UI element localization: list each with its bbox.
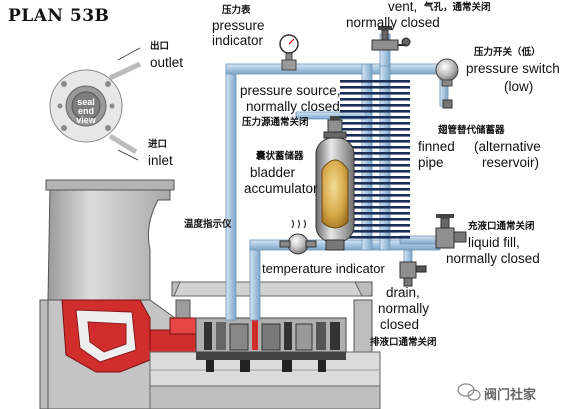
fin	[340, 212, 410, 215]
watermark-text: 阀门社家	[484, 387, 537, 402]
fin	[340, 146, 410, 149]
fin	[340, 152, 410, 155]
liquid-fill-label-line2: normally closed	[446, 251, 540, 266]
drain-label-line2: normally	[378, 301, 430, 316]
finned-pipe-label-zh: 翅管替代储蓄器	[438, 125, 505, 136]
fin	[340, 98, 410, 101]
outlet-label: outlet	[150, 55, 184, 70]
impeller	[61, 299, 199, 373]
outlet-label-zh: 出口	[150, 41, 170, 52]
liquid-fill-valve-icon	[435, 214, 467, 249]
pressure-indicator-label-line1: pressure	[212, 18, 265, 33]
fin	[340, 92, 410, 95]
fin	[340, 164, 410, 167]
finned-pipe-alt-line1: (alternative	[474, 139, 541, 154]
fin	[340, 116, 410, 119]
pressure-source-label-zh: 压力源通常关闭	[242, 117, 309, 128]
finned-pipe-label-line2: pipe	[418, 155, 444, 170]
fin	[340, 200, 410, 203]
fin	[340, 140, 410, 143]
inlet-label-zh: 进口	[148, 139, 168, 150]
pressure-switch-label-line1: pressure switch	[466, 61, 560, 76]
drain-label-line3: closed	[380, 317, 420, 332]
seal-end-view-label: seal end view	[76, 97, 96, 125]
fin	[340, 236, 410, 239]
finned-pipe-fins	[340, 80, 410, 239]
vent-label-line2: normally closed	[346, 15, 440, 30]
inlet-label: inlet	[148, 153, 173, 168]
mechanical-seal	[195, 317, 347, 372]
fin	[340, 86, 410, 89]
leader-lines	[117, 47, 141, 161]
temperature-indicator-icon	[279, 219, 317, 255]
bladder-accumulator-label-line2: accumulator	[244, 181, 318, 196]
seal-end-view-icon	[49, 61, 142, 155]
fin	[340, 110, 410, 113]
pressure-switch-label-line2: (low)	[504, 79, 534, 94]
vent-valve-icon	[371, 26, 411, 51]
pressure-indicator-label-zh: 压力表	[222, 5, 251, 16]
pressure-source-label-line1: pressure source,	[240, 83, 341, 98]
liquid-fill-label-zh: 充液口通常关闭	[468, 221, 535, 232]
fin	[340, 218, 410, 221]
finned-pipe-alt-line2: reservoir)	[482, 155, 540, 170]
fin	[340, 170, 410, 173]
fin	[340, 188, 410, 191]
fin	[340, 194, 410, 197]
fin	[340, 230, 410, 233]
temperature-indicator-label-zh: 温度指示仪	[184, 219, 232, 230]
fin	[340, 176, 410, 179]
vent-label-line1: vent,	[388, 0, 418, 14]
fin	[340, 182, 410, 185]
vent-label-zh: 气孔，通常关闭	[424, 2, 491, 13]
liquid-fill-label-line1: liquid fill,	[468, 235, 520, 250]
bladder-accumulator-label-zh: 囊状蓄储器	[256, 151, 304, 162]
fin	[340, 134, 410, 137]
plan-title: PLAN 53B	[8, 6, 110, 26]
finned-pipe-label-line1: finned	[418, 139, 455, 154]
fin	[340, 206, 410, 209]
drain-label-zh: 排液口通常关闭	[370, 337, 437, 348]
fin	[340, 224, 410, 227]
fin	[340, 104, 410, 107]
drain-label-line1: drain,	[386, 285, 420, 300]
fin	[340, 80, 410, 83]
drain-valve-icon	[399, 261, 427, 287]
pressure-source-label-line2: normally closed	[246, 99, 340, 114]
pressure-switch-label-zh: 压力开关（低）	[474, 47, 541, 58]
pressure-gauge-icon	[279, 34, 299, 71]
pressure-indicator-label-line2: indicator	[212, 33, 264, 48]
pressure-switch-icon	[435, 58, 459, 109]
bladder-accumulator-icon	[315, 137, 355, 251]
fin	[340, 122, 410, 125]
temperature-indicator-label: temperature indicator	[262, 261, 385, 276]
fin	[340, 128, 410, 131]
fin	[340, 158, 410, 161]
watermark-logo-icon	[457, 383, 481, 401]
bladder-accumulator-label-line1: bladder	[250, 165, 296, 180]
